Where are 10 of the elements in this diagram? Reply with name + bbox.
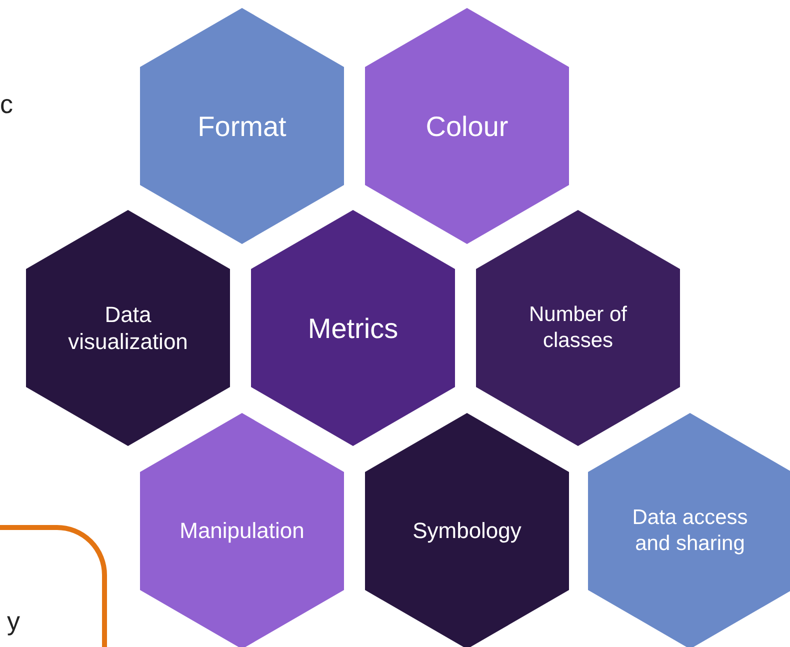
hexagon-label: Data access and sharing <box>631 504 749 557</box>
hexagon-label: Symbology <box>412 517 522 545</box>
hexagon-label: Format <box>196 110 288 144</box>
hexagon-label: Metrics <box>306 312 400 346</box>
hexagon-label: Colour <box>424 110 510 144</box>
hexagon-label: Number of classes <box>528 302 628 354</box>
hexagon-label: Manipulation <box>178 517 306 545</box>
hexagon-label: Data visualization <box>67 300 189 356</box>
text-fragment: c <box>0 88 13 120</box>
box-text: y <box>7 606 20 636</box>
